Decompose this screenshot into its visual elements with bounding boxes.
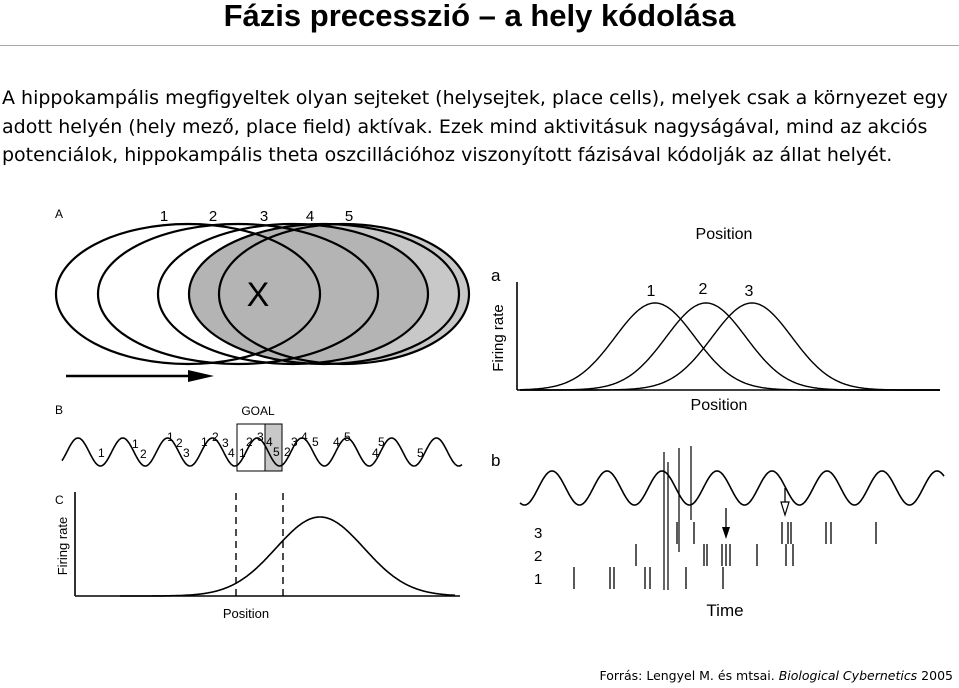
field-number: 2 [209, 208, 217, 225]
theta-wave-B [61, 437, 463, 467]
field-number: 3 [260, 208, 268, 225]
tuning-curve-3 [520, 302, 940, 391]
arrow-hollow-icon [780, 488, 790, 518]
x-axis-label-C: Position [223, 606, 269, 621]
raster-row-label: 1 [534, 571, 542, 588]
field-numbers-A: 1 2 3 4 5 [160, 208, 353, 225]
panel-label-A: A [55, 207, 63, 221]
curve-label: 2 [699, 281, 708, 298]
wave-labels-B: 1 1 2 1 2 3 1 2 3 4 1 2 3 4 5 2 3 4 5 4 … [98, 430, 424, 461]
panel-B: B GOAL 1 1 2 1 2 3 1 2 3 4 1 2 3 4 5 2 3… [55, 403, 463, 472]
wave-label: 1 [98, 446, 105, 460]
citation-journal: Biological Cybernetics [778, 668, 918, 683]
wave-label: 4 [333, 435, 340, 449]
panel-label-B: B [55, 403, 63, 417]
wave-label: 5 [312, 435, 319, 449]
y-axis-label-a: Firing rate [490, 304, 507, 372]
wave-label: 2 [284, 445, 291, 459]
body-paragraph: A hippokampális megfigyeltek olyan sejte… [2, 84, 958, 170]
wave-label: 4 [266, 435, 273, 449]
place-field-3 [156, 222, 430, 366]
place-field-5 [217, 222, 471, 366]
panel-b: b 3 2 1 [491, 446, 945, 620]
panel-a: Position a Firing rate Position 1 2 3 [490, 226, 940, 414]
place-field-1 [54, 222, 322, 366]
body-line: potenciálok, hippokampális theta oszcill… [2, 144, 893, 166]
wave-label: 2 [246, 435, 253, 449]
raster-row-labels: 3 2 1 [534, 525, 542, 588]
spike-train-3 [676, 522, 877, 544]
wave-label: 1 [239, 446, 246, 460]
wave-label: 4 [301, 430, 308, 444]
wave-label: 1 [201, 435, 208, 449]
theta-wave-b [519, 470, 945, 506]
y-axis-label-C: Firing rate [55, 517, 70, 576]
field-number: 1 [160, 208, 168, 225]
wave-label: 3 [222, 436, 229, 450]
wave-label: 5 [273, 445, 280, 459]
place-field-2 [96, 222, 380, 366]
x-axis-label-a: Position [691, 397, 748, 414]
x-axis-label-b: Time [706, 601, 743, 620]
wave-label: 1 [167, 430, 174, 444]
wave-label: 2 [140, 447, 147, 461]
goal-box [236, 423, 283, 472]
arrow-solid-icon [722, 508, 730, 539]
body-line: A hippokampális megfigyeltek olyan sejte… [2, 87, 948, 109]
slide-title: Fázis precesszió – a hely kódolása [223, 0, 736, 33]
curve-label: 3 [745, 283, 754, 300]
wave-label: 4 [372, 446, 379, 460]
field-number: 4 [306, 208, 314, 225]
panel-A: A 1 2 3 4 5 X [54, 207, 471, 382]
body-line: adott helyén (hely mező, place field) ak… [2, 115, 928, 138]
wave-label: 2 [176, 436, 183, 450]
wave-label: 2 [212, 430, 219, 444]
spike-train-1 [573, 567, 724, 589]
panel-C: C Firing rate Position [55, 492, 460, 621]
panel-label-C: C [55, 493, 64, 507]
tuning-curve-2 [520, 302, 940, 391]
raster-row-label: 3 [534, 525, 542, 542]
wave-label: 3 [257, 430, 264, 444]
field-number: 5 [345, 208, 353, 225]
curve-label: 1 [647, 283, 656, 300]
wave-label: 3 [291, 435, 298, 449]
wave-label: 1 [132, 437, 139, 451]
wave-label: 5 [417, 446, 424, 460]
citation-year: 2005 [917, 668, 953, 683]
source-citation: Forrás: Lengyel M. és mtsai. Biological … [600, 668, 953, 683]
title-divider [0, 45, 959, 46]
wave-label: 5 [378, 435, 385, 449]
direction-arrow-icon [66, 370, 214, 382]
wave-label: 3 [183, 446, 190, 460]
panel-label-a: a [491, 266, 501, 285]
reference-lines [663, 446, 692, 590]
wave-label: 4 [228, 446, 235, 460]
goal-highlight [265, 424, 282, 471]
current-position-marker: X [247, 276, 270, 314]
citation-text: Forrás: Lengyel M. és mtsai. [599, 668, 779, 683]
top-label-a: Position [696, 226, 753, 243]
firing-rate-curve-C [120, 516, 456, 597]
overlap-shading [189, 224, 428, 364]
wave-label: 5 [344, 430, 351, 444]
spike-train-2 [635, 544, 794, 566]
panel-label-b: b [491, 451, 500, 470]
raster-row-label: 2 [534, 548, 542, 565]
goal-label: GOAL [241, 404, 275, 418]
